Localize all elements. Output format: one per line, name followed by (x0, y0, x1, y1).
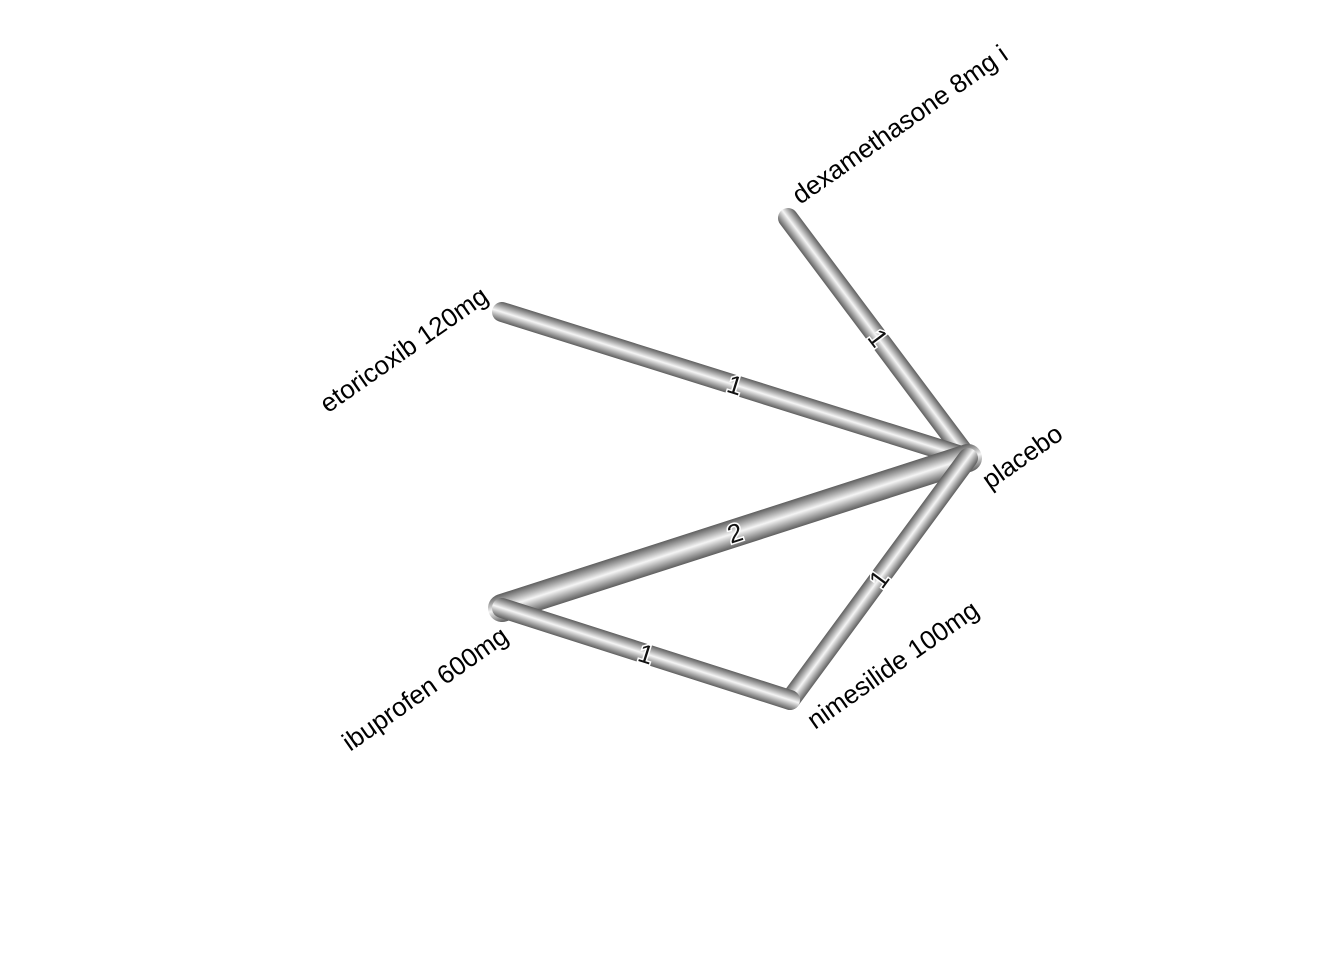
edge-ibuprofen-placebo (488, 444, 982, 622)
node-label-dexamethasone: dexamethasone 8mg i (786, 39, 1013, 210)
edge-dexamethasone-placebo (778, 208, 978, 468)
node-labels-layer: placebo dexamethasone 8mg i etoricoxib 120… (314, 39, 1068, 757)
node-label-ibuprofen: ibuprofen 600mg (336, 620, 513, 757)
node-label-placebo: placebo (976, 418, 1068, 495)
node-label-etoricoxib: etoricoxib 120mg (314, 280, 493, 418)
edge-etoricoxib-placebo (492, 302, 978, 468)
node-label-nimesulide: nimesilide 100mg (801, 594, 984, 735)
edge-ibuprofen-nimesulide (492, 598, 800, 710)
edge-nimesulide-placebo (780, 448, 978, 710)
edges-layer (488, 208, 982, 710)
